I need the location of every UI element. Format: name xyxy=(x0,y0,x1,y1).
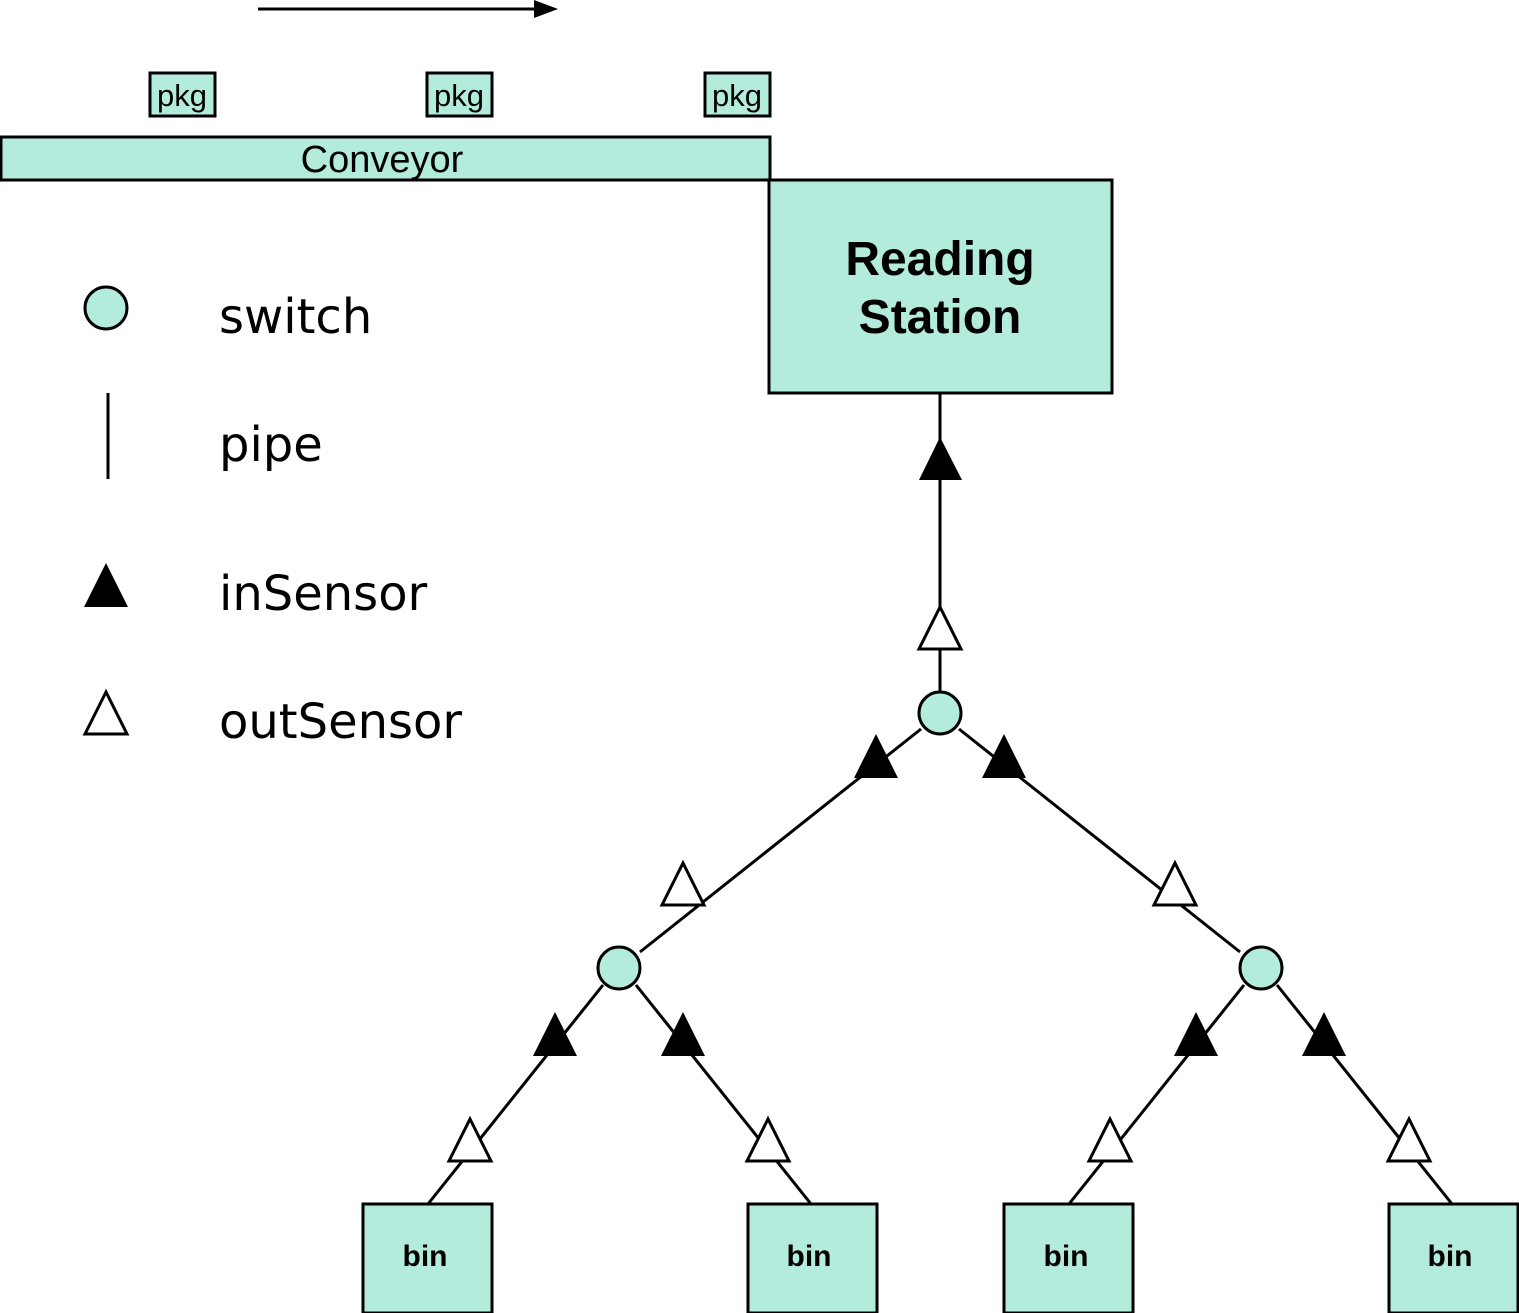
bin-label: bin xyxy=(787,1240,832,1273)
legend-out-sensor-label: outSensor xyxy=(219,694,462,750)
bin-1: bin xyxy=(361,1202,494,1313)
bin-3: bin xyxy=(1002,1202,1135,1313)
legend-in-sensor: inSensor xyxy=(84,563,428,622)
package-label: pkg xyxy=(712,78,762,113)
pipe-right-left xyxy=(1067,984,1246,1205)
reading-station-label-line1: Reading xyxy=(845,233,1034,286)
in-sensors xyxy=(533,437,1346,1056)
in-sensor-icon xyxy=(1302,1012,1346,1056)
out-sensor-icon xyxy=(446,1115,494,1163)
in-sensor-icon xyxy=(919,437,962,480)
bin-4: bin xyxy=(1387,1202,1519,1313)
conveyor-label: Conveyor xyxy=(301,139,464,181)
out-sensors xyxy=(446,603,1433,1163)
legend-switch-label: switch xyxy=(219,289,372,345)
out-sensor-icon xyxy=(1086,1115,1134,1163)
in-sensor-icon xyxy=(661,1012,705,1056)
out-sensor-icon xyxy=(82,688,130,736)
legend-switch: switch xyxy=(83,285,372,345)
pipes xyxy=(426,393,1454,1205)
pipe-left-right xyxy=(634,984,813,1205)
direction-arrow xyxy=(258,0,558,18)
pipe-left-left xyxy=(426,984,605,1205)
reading-station-label-line2: Station xyxy=(859,291,1022,344)
reading-station: Reading Station xyxy=(767,178,1114,395)
legend-pipe: pipe xyxy=(106,393,323,479)
package-3: pkg xyxy=(703,71,772,118)
pipe-right-right xyxy=(1275,984,1454,1205)
bin-label: bin xyxy=(1044,1240,1089,1273)
out-sensor-icon xyxy=(1385,1115,1433,1163)
package-label: pkg xyxy=(434,78,484,113)
switches xyxy=(596,690,1284,991)
legend-in-sensor-label: inSensor xyxy=(219,566,428,622)
package-1: pkg xyxy=(148,71,217,118)
in-sensor-icon xyxy=(84,563,128,607)
switch-icon xyxy=(596,945,642,991)
conveyor: Conveyor xyxy=(0,135,772,182)
out-sensor-icon xyxy=(916,603,964,651)
switch-icon xyxy=(1238,945,1284,991)
bin-label: bin xyxy=(1428,1240,1473,1273)
switch-icon xyxy=(83,285,129,331)
package-label: pkg xyxy=(157,78,207,113)
bin-2: bin xyxy=(746,1202,879,1313)
switch-icon xyxy=(917,690,963,736)
legend-pipe-label: pipe xyxy=(219,417,323,473)
in-sensor-icon xyxy=(533,1012,577,1056)
in-sensor-icon xyxy=(1174,1012,1218,1056)
bin-label: bin xyxy=(403,1240,448,1273)
in-sensor-icon xyxy=(854,734,898,778)
package-2: pkg xyxy=(425,71,494,118)
out-sensor-icon xyxy=(659,859,707,907)
legend-out-sensor: outSensor xyxy=(82,688,462,750)
out-sensor-icon xyxy=(1151,859,1199,907)
legend: switch pipe inSensor outSensor xyxy=(82,285,462,750)
out-sensor-icon xyxy=(744,1115,792,1163)
in-sensor-icon xyxy=(982,734,1026,778)
